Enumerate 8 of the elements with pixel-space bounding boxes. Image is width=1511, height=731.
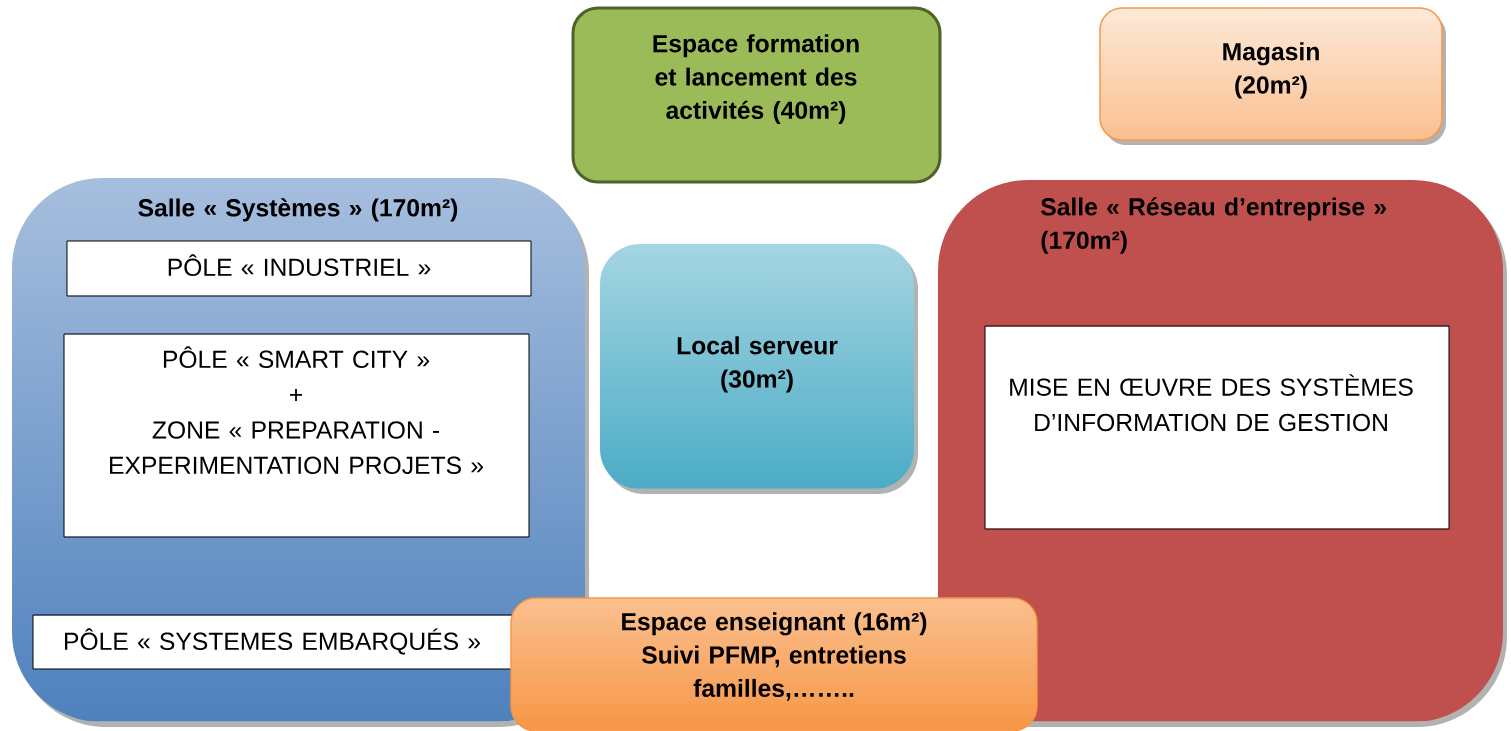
- room-box: Espace enseignant (16m²) Suivi PFMP, entretiens familles,……..: [510, 597, 1038, 731]
- room-box: Local serveur (30m²): [600, 244, 918, 494]
- area-box: MISE EN ŒUVRE DES SYSTÈMES D’INFORMATION DE GESTION: [984, 325, 1450, 530]
- area-box: PÔLE « INDUSTRIEL »: [66, 240, 532, 297]
- room-box: Magasin (20m²): [1099, 7, 1446, 145]
- room-box: Espace formation et lancement des activités (40m²): [571, 6, 942, 184]
- area-box: PÔLE « SMART CITY » + ZONE « PREPARATION - EXPERIMENTATION PROJETS »: [63, 333, 530, 538]
- area-box: PÔLE « SYSTEMES EMBARQUÉS »: [32, 614, 517, 670]
